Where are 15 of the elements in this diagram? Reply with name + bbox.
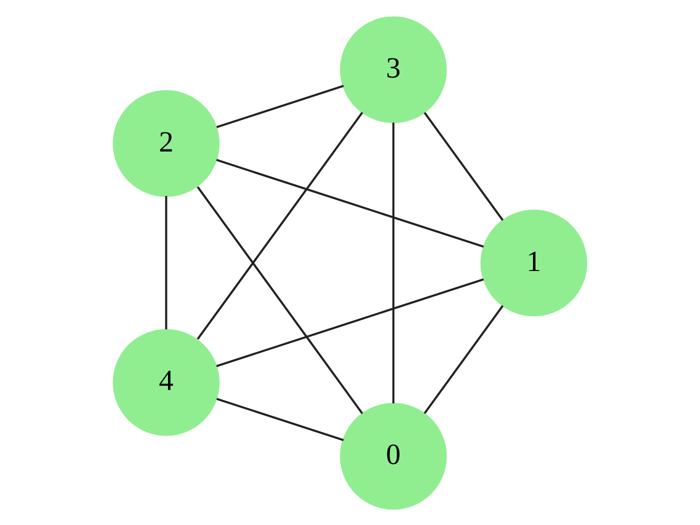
connector [196,111,364,340]
node-circle: 2 [112,90,220,196]
connector [424,112,504,220]
connector [216,84,344,128]
connector [165,195,168,329]
node-circle: 3 [340,16,447,123]
node-circle: 4 [112,328,220,436]
connector [216,278,484,367]
connector [196,186,364,414]
connector [216,397,344,441]
connector [392,122,394,403]
connector [216,158,484,248]
node-circle: 0 [340,402,447,510]
connector [424,304,504,414]
node-circle: 1 [480,209,588,316]
